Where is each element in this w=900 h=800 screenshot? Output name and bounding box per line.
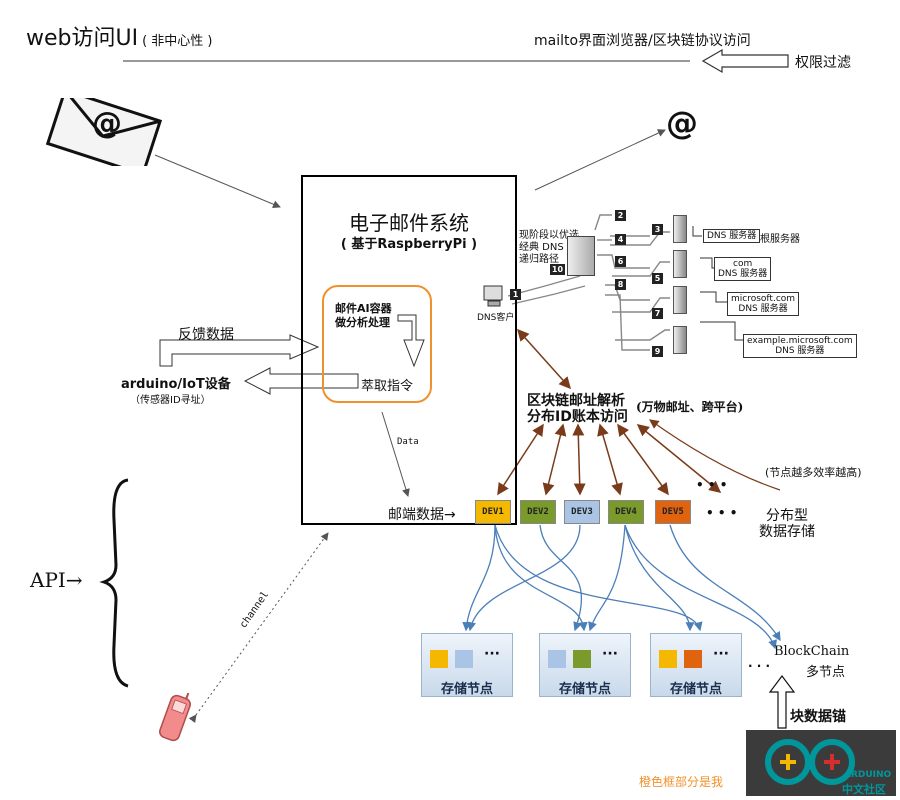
example-server-icon <box>673 326 687 354</box>
storage-node-1: ··· 存储节点 <box>421 633 513 697</box>
blockchain-resolve-line-2: 分布ID账本访问 <box>527 409 628 425</box>
device-more-dots-top: • • • <box>696 478 728 492</box>
storage-node-1-dots: ··· <box>484 646 500 662</box>
data-arrow <box>381 411 410 497</box>
arduino-logo: ARDUINO 中文社区 <box>746 730 896 796</box>
com-server-icon <box>673 250 687 278</box>
dns-step-2: 2 <box>615 210 626 221</box>
dns-step-8: 8 <box>615 279 626 290</box>
device-5: DEV5 <box>655 500 691 524</box>
device-more-dots: • • • <box>706 506 738 520</box>
email-system-box <box>301 175 517 525</box>
logo-text-1: ARDUINO <box>844 770 892 780</box>
storage-node-3-dots: ··· <box>713 646 729 662</box>
device-1: DEV1 <box>475 500 511 524</box>
envelope-to-system-arrow <box>154 154 281 209</box>
storage-node-3: ··· 存储节点 <box>650 633 742 697</box>
dns-resolver-server-icon <box>567 236 595 276</box>
extract-command-label: 萃取指令 <box>361 379 414 394</box>
root-server-icon <box>673 215 687 243</box>
permission-arrow <box>701 48 789 74</box>
dns-client-computer-icon <box>482 284 510 308</box>
storage-node-2-block-b <box>573 650 591 668</box>
api-brace <box>99 478 129 688</box>
dns-client-label: DNS客户 <box>477 313 515 323</box>
page-title-main: web访问UI <box>26 26 139 51</box>
dns-stage-label-3: 递归路径 <box>519 254 559 265</box>
dns-step-9: 9 <box>652 346 663 357</box>
efficiency-note: (节点越多效率越高) <box>765 466 862 479</box>
block-anchor-label: 块数据锚 <box>790 709 846 725</box>
device-3: DEV3 <box>564 500 600 524</box>
storage-node-2-block-a <box>548 650 566 668</box>
logo-text-2: 中文社区 <box>842 783 886 796</box>
blockchain-dots: · · · <box>748 659 771 673</box>
right-header-title: mailto界面浏览器/区块链协议访问 <box>534 33 751 49</box>
microsoft-server-icon <box>673 286 687 314</box>
anchor-arrow <box>768 675 796 729</box>
mobile-phone-icon <box>155 688 195 748</box>
multi-node-label: 多节点 <box>806 665 846 680</box>
mail-data-label: 邮端数据→ <box>388 507 456 523</box>
dns-step-1: 1 <box>510 289 521 300</box>
channel-line <box>188 532 329 724</box>
data-label: Data <box>397 437 419 447</box>
storage-node-2-label: 存储节点 <box>558 682 611 697</box>
blockchain-label: BlockChain <box>774 644 850 659</box>
blockchain-resolve-line-1: 区块链邮址解析 <box>527 393 625 409</box>
dns-step-3: 3 <box>652 224 663 235</box>
dns-step-7: 7 <box>652 308 663 319</box>
storage-node-2-dots: ··· <box>602 646 618 662</box>
storage-node-2: ··· 存储节点 <box>539 633 631 697</box>
root-dns-box: DNS 服务器 <box>703 229 761 243</box>
api-label: API→ <box>30 568 83 592</box>
dns-stage-label-2: 经典 DNS <box>519 242 564 253</box>
ai-down-arrow <box>397 314 425 368</box>
dns-stage-label-1: 现阶段以优选 <box>519 230 579 241</box>
storage-node-3-block-a <box>659 650 677 668</box>
dns-to-resolve-arrow <box>516 328 572 390</box>
blockchain-resolve-note: (万物邮址、跨平台) <box>636 400 744 414</box>
at-symbol-icon: @ <box>666 104 698 142</box>
storage-node-3-label: 存储节点 <box>669 682 722 697</box>
envelope-at-symbol: @ <box>92 106 122 141</box>
storage-node-1-block-a <box>430 650 448 668</box>
feedback-data-label: 反馈数据 <box>178 327 234 343</box>
dns-step-5: 5 <box>652 273 663 284</box>
storage-node-3-block-b <box>684 650 702 668</box>
device-2: DEV2 <box>520 500 556 524</box>
dns-step-4: 4 <box>615 234 626 245</box>
page-title: web访问UI( 非中心性 ) <box>26 20 213 52</box>
ai-container-label-1: 邮件AI容器 <box>335 302 392 315</box>
sensor-addressing-label: （传感器ID寻址） <box>130 395 211 406</box>
iot-device-label: arduino/IoT设备 <box>121 377 231 392</box>
storage-node-1-block-b <box>455 650 473 668</box>
storage-node-1-label: 存储节点 <box>440 682 493 697</box>
root-server-label: 根服务器 <box>760 234 800 245</box>
page-title-sub: ( 非中心性 ) <box>142 34 213 49</box>
email-system-title: 电子邮件系统 <box>349 211 469 235</box>
orange-box-note: 橙色框部分是我 <box>639 775 724 789</box>
feedback-arrow <box>159 334 320 367</box>
device-4: DEV4 <box>608 500 644 524</box>
distributed-storage-label-1: 分布型 <box>766 508 808 524</box>
ai-container-box <box>322 285 432 403</box>
envelope-icon: @ <box>40 88 166 177</box>
email-system-subtitle: ( 基于RaspberryPi ) <box>340 237 478 252</box>
permission-filter-label: 权限过滤 <box>795 55 851 71</box>
ai-container-label-2: 做分析处理 <box>335 316 390 329</box>
system-to-at-arrow <box>534 129 666 191</box>
dns-step-6: 6 <box>615 256 626 267</box>
dns-step-10: 10 <box>550 264 565 275</box>
distributed-storage-label-2: 数据存储 <box>759 524 815 540</box>
